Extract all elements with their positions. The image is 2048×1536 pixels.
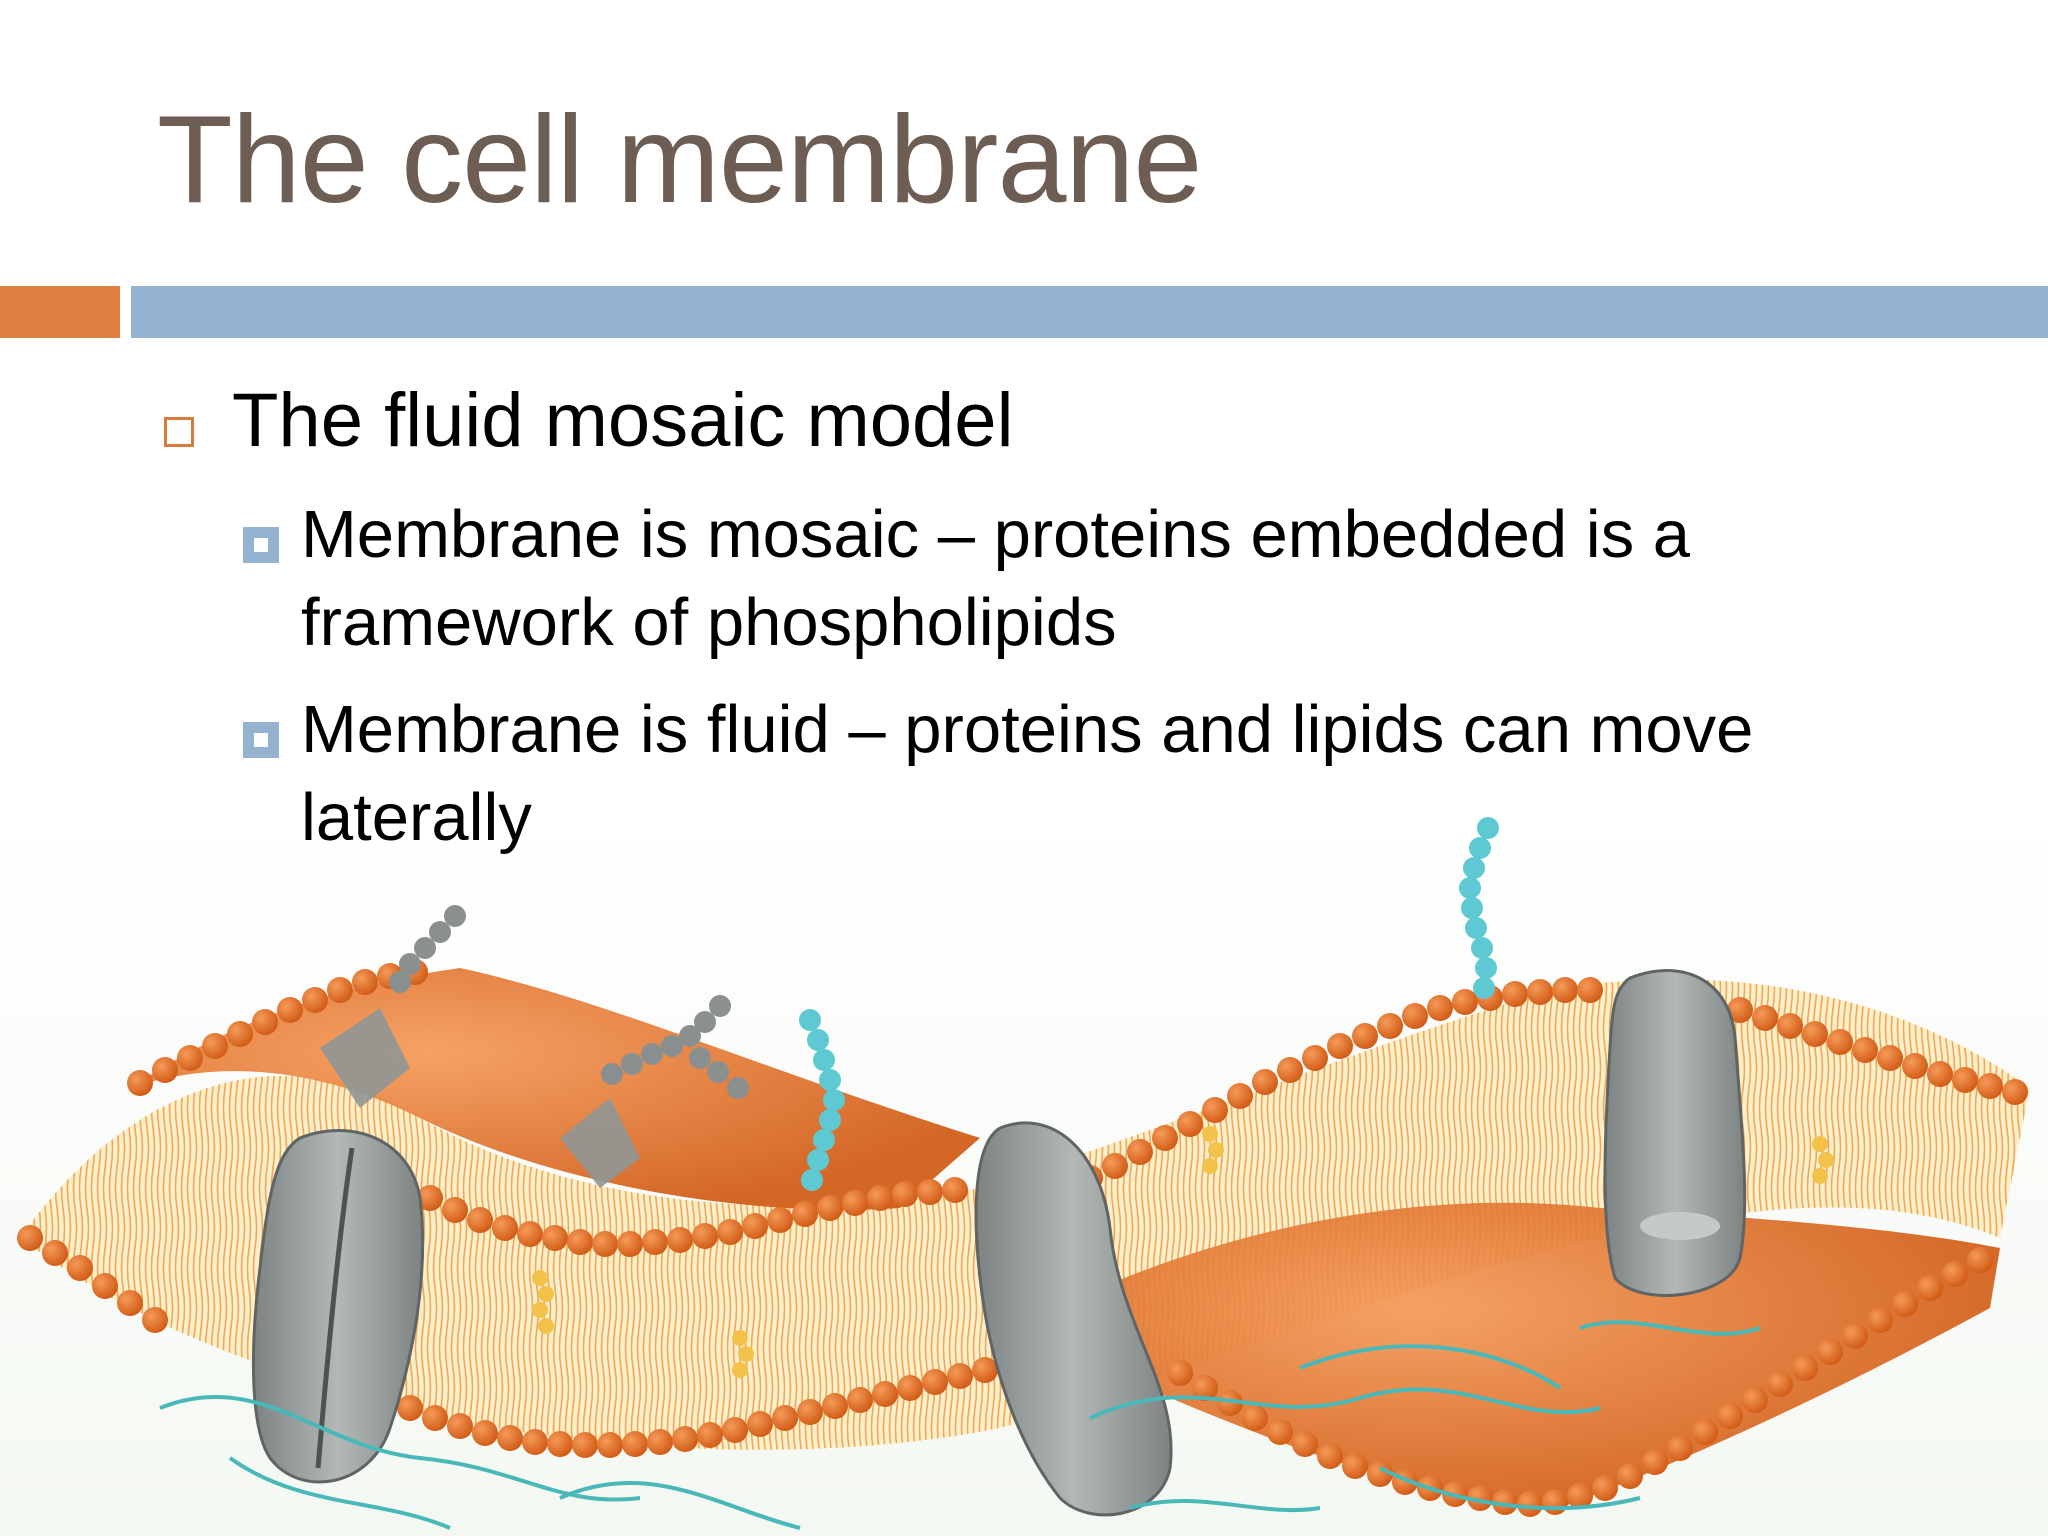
bullet-text: Membrane is mosaic – proteins embedded i… [301,497,1691,660]
glycoprotein-left [320,1008,410,1108]
outer-leaflet-left [130,968,980,1210]
phospholipid-heads-bottom [397,1247,1993,1517]
glycolipid-chains [799,817,1499,1191]
glycoprotein-chains [389,905,749,1099]
integral-proteins [251,969,1747,1517]
cholesterol [532,1126,1834,1378]
slide-title: The cell membrane [157,91,1202,229]
square-bullet-icon [243,527,279,563]
glycoprotein-middle [560,1098,640,1188]
cytoskeleton-filaments [159,1320,1761,1530]
accent-bar-orange [0,286,120,338]
bullet-text: Membrane is fluid – proteins and lipids … [301,692,1754,855]
membrane-illustration [0,808,2048,1536]
slide-content: The fluid mosaic model Membrane is mosai… [164,378,1754,855]
hollow-square-bullet-icon [164,417,194,447]
inner-leaflet-right [1100,1202,2000,1508]
protein-left [251,1129,425,1484]
accent-bar-blue [131,286,2048,338]
square-bullet-icon [243,722,279,758]
bullet-text: The fluid mosaic model [232,378,1014,463]
